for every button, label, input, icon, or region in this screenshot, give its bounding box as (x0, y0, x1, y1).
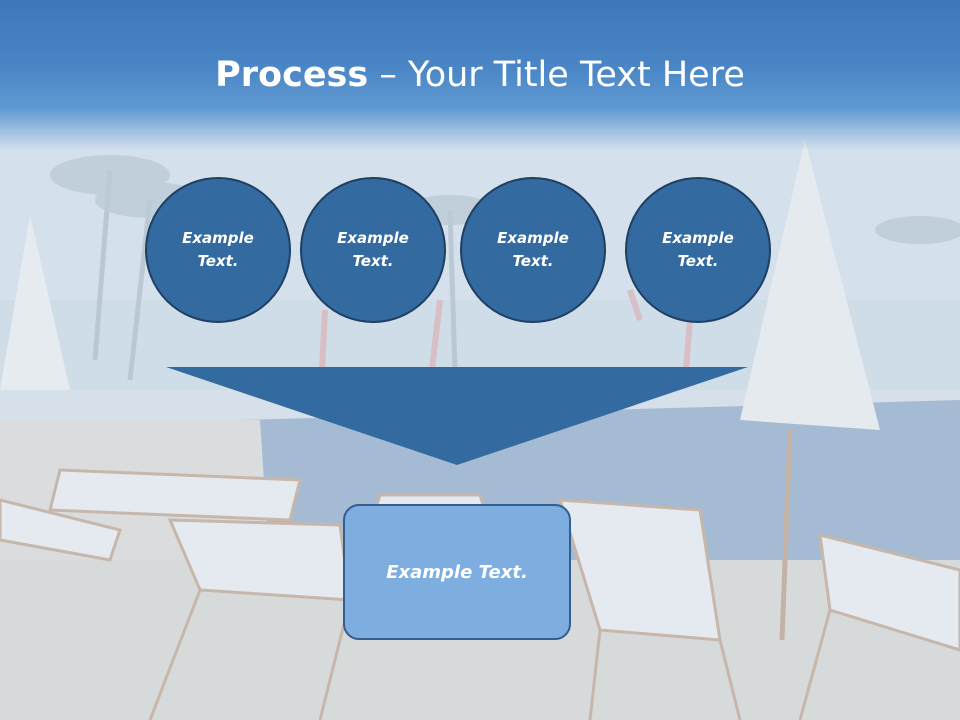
circle-2-line2: Text. (352, 252, 394, 270)
circle-1-line2: Text. (197, 252, 239, 270)
result-label: Example Text. (386, 561, 528, 583)
circle-4-line2: Text. (677, 252, 719, 270)
funnel-arrow (166, 367, 748, 465)
result-box[interactable]: Example Text. (343, 504, 571, 640)
circle-2-line1: Example (337, 229, 409, 247)
circle-3-line1: Example (497, 229, 569, 247)
slide-title: Process – Your Title Text Here (0, 52, 960, 98)
circle-4-line1: Example (662, 229, 734, 247)
circle-1-line1: Example (182, 229, 254, 247)
circle-3-line2: Text. (512, 252, 554, 270)
header-band (0, 0, 960, 150)
title-bold: Process (215, 55, 369, 95)
title-rest: – Your Title Text Here (368, 55, 745, 95)
